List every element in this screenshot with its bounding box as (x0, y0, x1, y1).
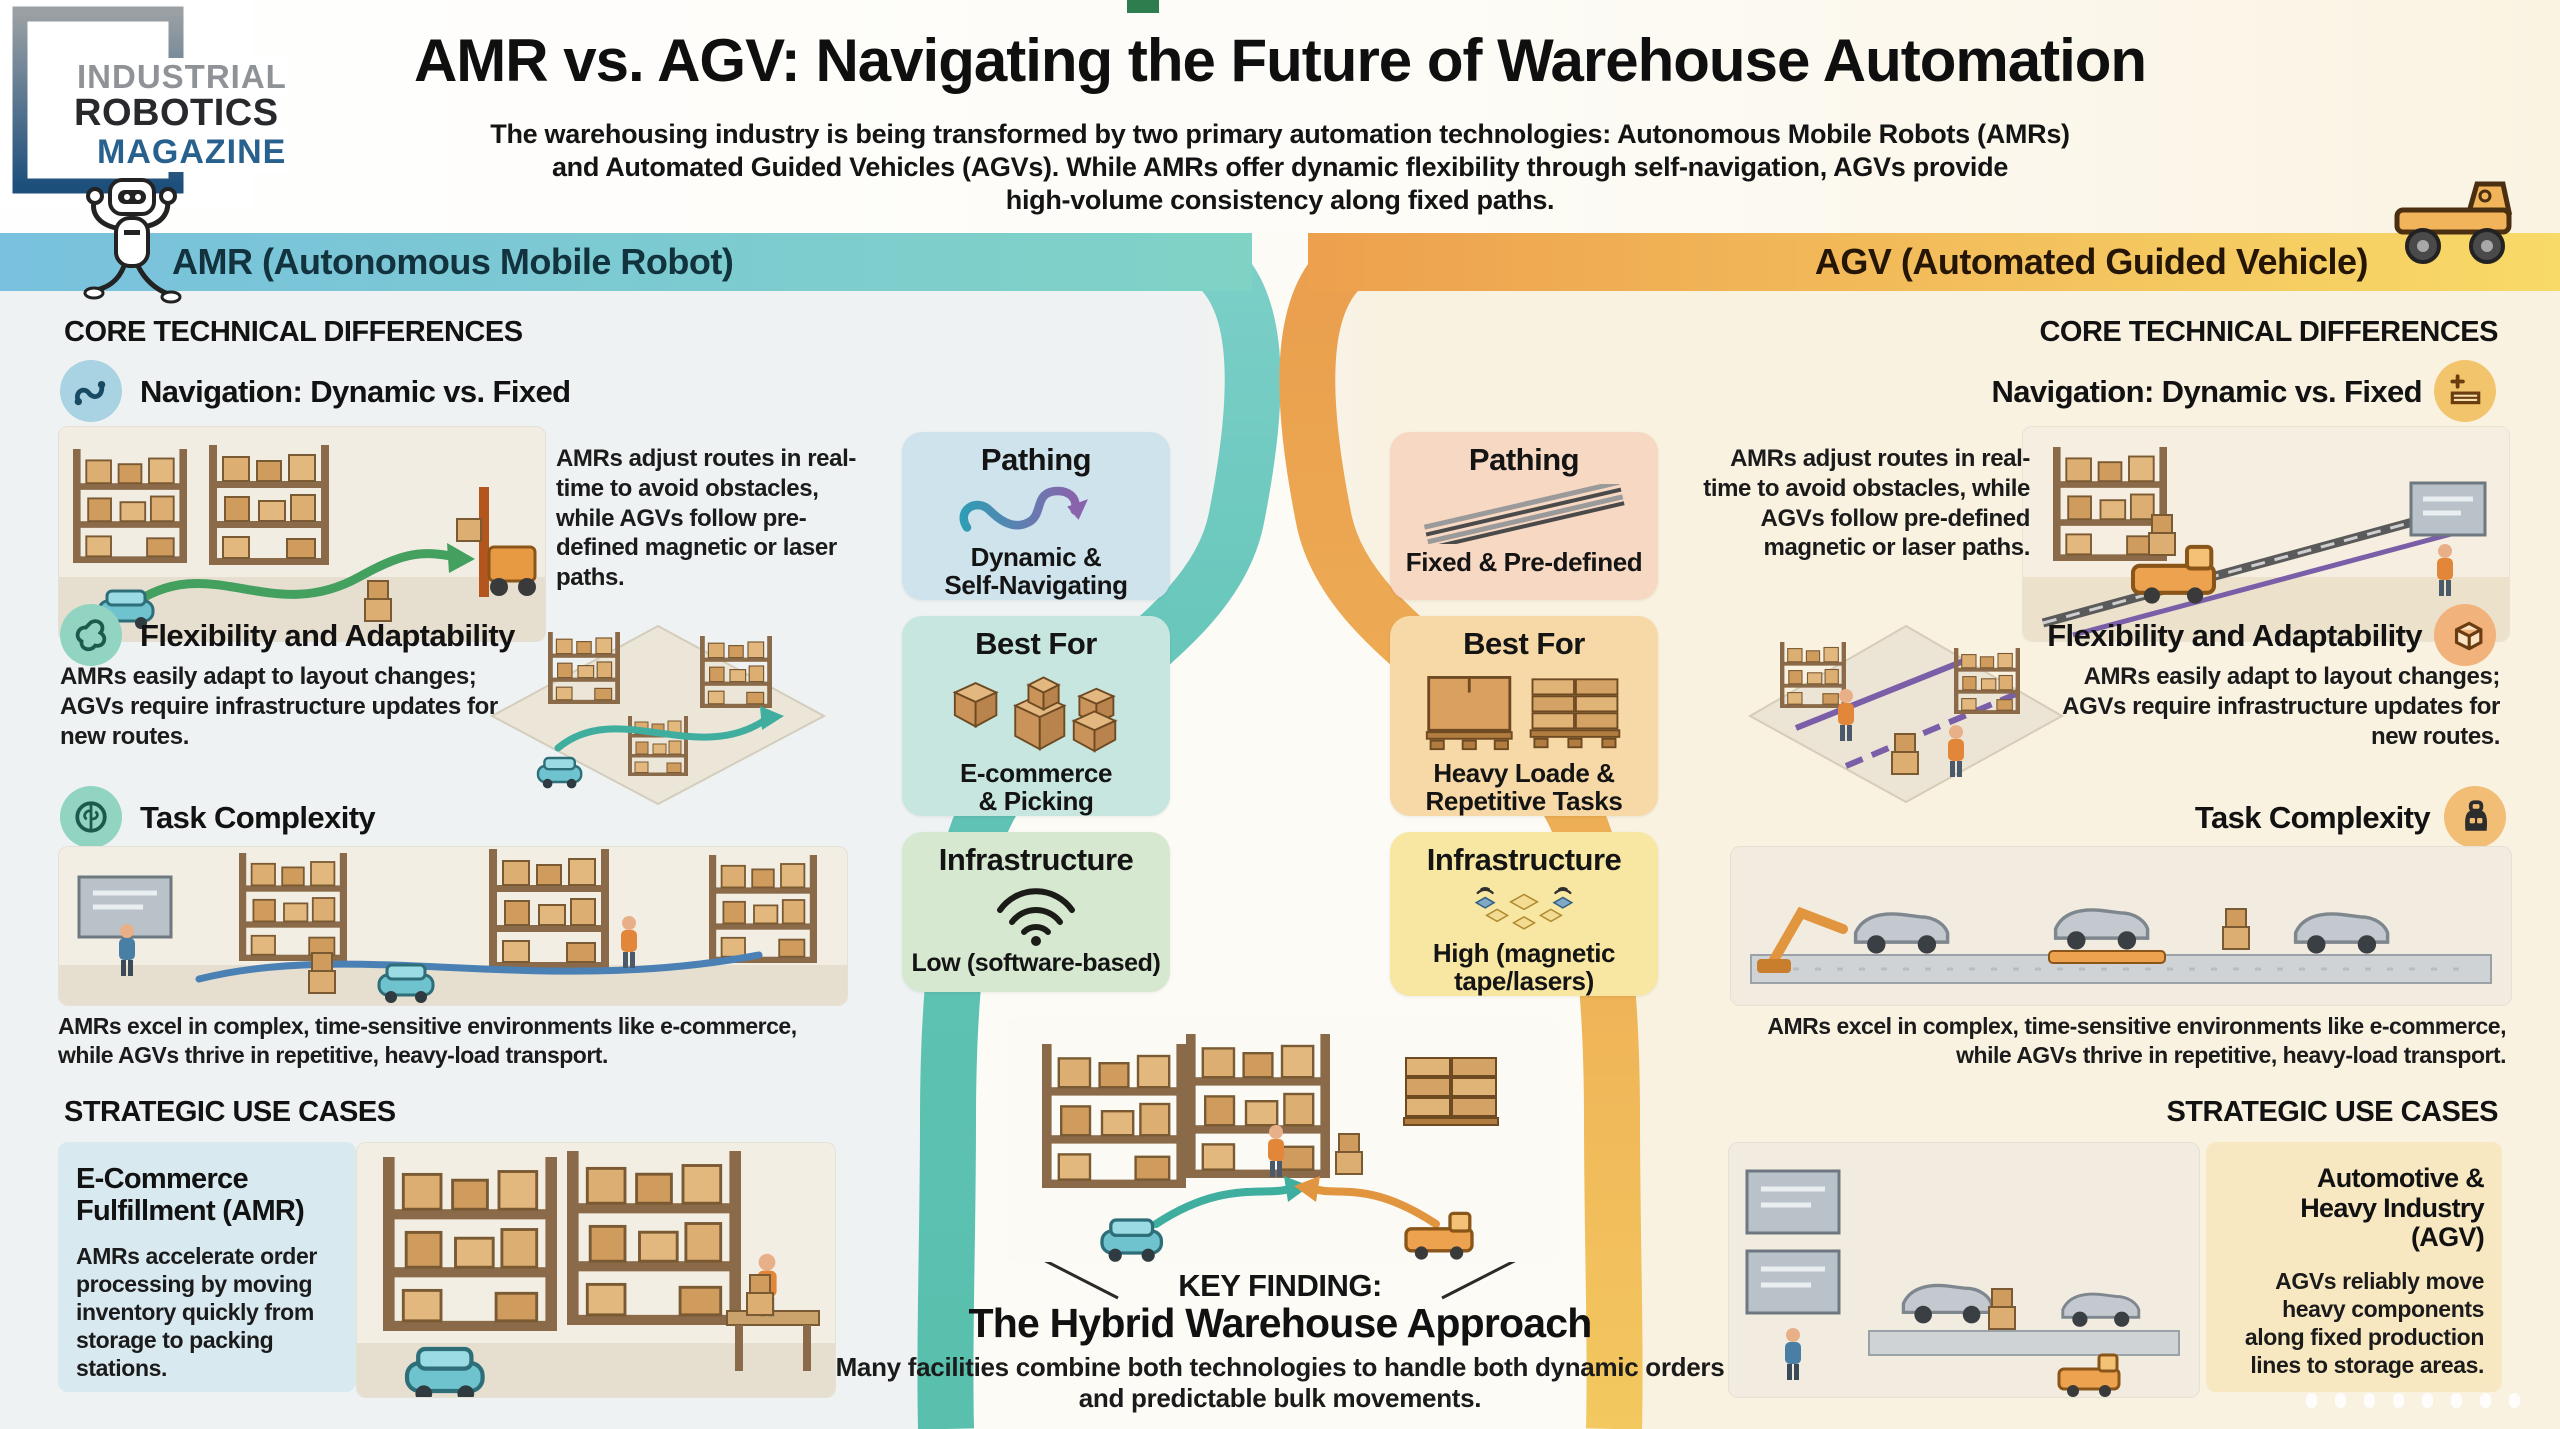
robot-mascot-icon (83, 178, 182, 304)
page-subtitle: The warehousing industry is being transf… (430, 118, 2130, 217)
amr-flexibility-label: Flexibility and Adaptability (140, 618, 515, 653)
key-finding-text: Many facilities combine both technologie… (835, 1352, 1725, 1414)
hybrid-warehouse-illustration (1006, 1018, 1558, 1262)
card-caption: Low (software-based) (911, 949, 1161, 977)
agv-navigation-text: AMRs adjust routes in real-time to avoid… (1703, 445, 2030, 562)
pagination-dots (2306, 1393, 2520, 1408)
amr-band-label: AMR (Autonomous Mobile Robot) (172, 241, 734, 282)
magazine-logo: INDUSTRIAL ROBOTICS MAGAZINE (0, 0, 290, 208)
agv-flexibility-illustration (1747, 624, 2065, 804)
agv-use-case-title: Automotive & Heavy Industry (AGV) (2300, 1163, 2484, 1253)
agv-band-label: AGV (Automated Guided Vehicle) (1814, 241, 2369, 282)
amr-flexibility-illustration (489, 624, 827, 806)
pallet-loads-icon (1425, 676, 1621, 751)
amr-task-label: Task Complexity (140, 800, 376, 835)
amr-navigation-illustration (58, 426, 546, 642)
agv-use-cases-title: STRATEGIC USE CASES (2166, 1096, 2498, 1128)
agv-use-case-illustration (1728, 1142, 2200, 1398)
card-title: Infrastructure (1426, 842, 1622, 877)
amr-navigation-label: Navigation: Dynamic vs. Fixed (140, 374, 571, 409)
amr-use-case-illustration (356, 1142, 836, 1398)
agv-band: AGV (Automated Guided Vehicle) (1308, 233, 2560, 291)
dot (2335, 1393, 2346, 1408)
subtitle-line: The warehousing industry is being transf… (490, 119, 2070, 149)
agv-use-case-card: Automotive & Heavy Industry (AGV) AGVs r… (2206, 1142, 2502, 1392)
agv-use-case-text: AGVs reliably move heavy components alon… (2244, 1268, 2484, 1379)
card-caption: Heavy Loade & Repetitive Tasks (1425, 757, 1623, 817)
amr-use-case-text: AMRs accelerate order processing by movi… (76, 1242, 317, 1381)
wifi-icon (997, 888, 1075, 946)
amr-best-for-card: Best For E-commerce & Picking (902, 616, 1170, 816)
subtitle-line: and Automated Guided Vehicles (AGVs). Wh… (551, 151, 2009, 182)
dot (2451, 1393, 2462, 1408)
card-title: Pathing (980, 442, 1092, 477)
magnetic-tape-icon (1423, 484, 1625, 544)
amr-use-case-title: E-Commerce Fulfillment (AMR) (76, 1163, 305, 1227)
dot (2509, 1393, 2520, 1408)
cube-icon (2434, 604, 2496, 666)
dot (2364, 1393, 2375, 1408)
weight-icon (2444, 786, 2506, 848)
card-caption: High (magnetic tape/lasers) (1432, 937, 1616, 997)
agv-best-for-card: Best For Heavy Loade & Repetitive Tasks (1390, 616, 1658, 816)
logo-line-magazine: MAGAZINE (94, 133, 290, 172)
amr-navigation-text: AMRs adjust routes in real-time to avoid… (556, 445, 856, 591)
key-finding-kicker: KEY FINDING: (1178, 1268, 1382, 1303)
brain-icon (60, 786, 122, 848)
page-title: AMR vs. AGV: Navigating the Future of Wa… (413, 27, 2147, 94)
agv-flexibility-label: Flexibility and Adaptability (2047, 618, 2422, 653)
dot (2306, 1393, 2317, 1408)
card-title: Pathing (1468, 442, 1580, 477)
amr-use-case-card: E-Commerce Fulfillment (AMR) AMRs accele… (58, 1142, 356, 1392)
card-caption: Fixed & Pre-defined (1405, 547, 1643, 577)
amr-infrastructure-card: Infrastructure Low (software-based) (902, 832, 1170, 992)
magnet-plus-icon (2434, 360, 2496, 422)
agv-section-title: CORE TECHNICAL DIFFERENCES (2039, 316, 2498, 348)
amr-band: AMR (Autonomous Mobile Robot) (0, 233, 1252, 291)
amr-section-title: CORE TECHNICAL DIFFERENCES (64, 316, 523, 348)
dot (2480, 1393, 2491, 1408)
cardboard-boxes-icon (952, 676, 1118, 753)
key-finding-title: The Hybrid Warehouse Approach (968, 1300, 1592, 1346)
agv-cart-icon (2394, 181, 2513, 264)
top-green-mark (1127, 0, 1159, 13)
winding-arrow-icon (959, 486, 1088, 532)
amr-task-illustration (58, 846, 848, 1006)
agv-navigation-illustration (2022, 426, 2510, 642)
agv-task-text: AMRs excel in complex, time-sensitive en… (1767, 1013, 2506, 1068)
card-title: Best For (975, 626, 1097, 661)
amr-use-cases-title: STRATEGIC USE CASES (64, 1096, 396, 1128)
logo-line-industrial: INDUSTRIAL (74, 58, 290, 96)
amr-flexibility-text: AMRs easily adapt to layout changes; AGV… (60, 663, 498, 750)
subtitle-line: high-volume consistency along fixed path… (1005, 184, 1555, 215)
dot (2393, 1393, 2404, 1408)
card-caption: E-commerce & Picking (959, 757, 1113, 817)
dot (2422, 1393, 2433, 1408)
top-strip (0, 0, 2560, 233)
amr-pathing-card: Pathing Dynamic & Self-Navigating (902, 432, 1170, 600)
card-title: Infrastructure (938, 842, 1134, 877)
agv-pathing-card: Pathing Fixed & Pre-defined (1390, 432, 1658, 600)
agv-task-illustration (1730, 846, 2512, 1006)
route-path-icon (60, 360, 122, 422)
sensor-grid-icon (1474, 887, 1574, 930)
card-title: Best For (1463, 626, 1585, 661)
agv-infrastructure-card: Infrastructure High (magnetic tape/laser… (1390, 832, 1658, 996)
card-caption: Dynamic & Self-Navigating (944, 541, 1128, 601)
agv-navigation-label: Navigation: Dynamic vs. Fixed (1991, 374, 2422, 409)
adapt-shape-icon (60, 604, 122, 666)
logo-line-robotics: ROBOTICS (71, 92, 282, 135)
amr-task-text: AMRs excel in complex, time-sensitive en… (58, 1013, 797, 1068)
agv-flexibility-text: AMRs easily adapt to layout changes; AGV… (2062, 663, 2500, 750)
agv-task-label: Task Complexity (2194, 800, 2431, 835)
